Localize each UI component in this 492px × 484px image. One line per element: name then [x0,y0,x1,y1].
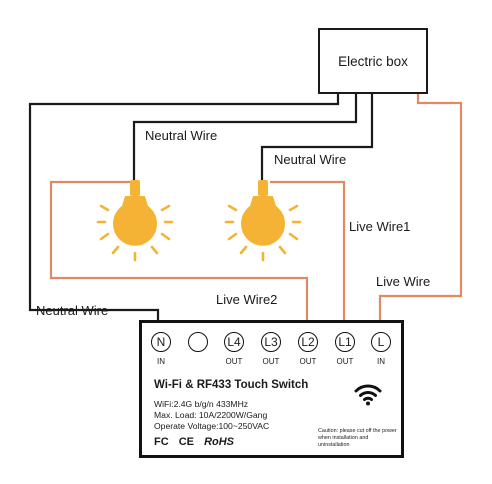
terminal-l: L [371,332,391,352]
live-wire-in [378,94,463,332]
terminal-l2-sub: OUT [299,357,317,366]
terminal-l3-sub: OUT [262,357,280,366]
neutral-wire-to-n [28,94,340,332]
neutral-wire-to-bulb1 [132,94,358,180]
wifi-icon [354,384,382,406]
switch-title: Wi-Fi & RF433 Touch Switch [154,379,309,391]
touch-switch-panel: N IN L4 OUT L3 OUT L2 OUT L1 OUT L IN Wi… [139,320,404,458]
caution-note: Caution: please cut off the power when i… [318,428,397,448]
live-wire1-label: Live Wire1 [349,219,411,234]
spec-voltage: Operate Voltage:100~250VAC [154,421,270,431]
live-wire-2 [49,180,309,332]
certification-logos: FC CE RoHS [154,436,241,448]
terminal-n-sub: IN [157,357,165,366]
electric-box: Electric box [318,28,428,94]
terminal-blank [188,332,208,352]
terminal-l4-sub: OUT [225,357,243,366]
light-bulb-icon [224,180,302,262]
neutral-wire-label: Neutral Wire [145,128,218,143]
neutral-wire-label: Neutral Wire [36,303,109,318]
terminal-l4: L4 [224,332,244,352]
neutral-wire-label: Neutral Wire [274,152,347,167]
light-bulb-icon [96,180,174,262]
terminal-l2: L2 [298,332,318,352]
terminal-l-sub: IN [377,357,385,366]
spec-load: Max. Load: 10A/2200W/Gang [154,410,268,420]
terminal-n: N [151,332,171,352]
live-wire-label: Live Wire [376,274,431,289]
live-wire2-label: Live Wire2 [216,292,278,307]
live-wire-1 [270,180,346,332]
terminal-l1: L1 [335,332,355,352]
neutral-wire-to-bulb2 [260,94,374,180]
electric-box-label: Electric box [338,53,408,69]
terminal-l3: L3 [261,332,281,352]
rohs-logo: RoHS [204,436,235,448]
ce-logo: CE [178,436,195,448]
fc-logo: FC [154,436,169,448]
terminal-l1-sub: OUT [336,357,354,366]
spec-wifi: WiFi:2.4G b/g/n 433MHz [154,399,249,409]
